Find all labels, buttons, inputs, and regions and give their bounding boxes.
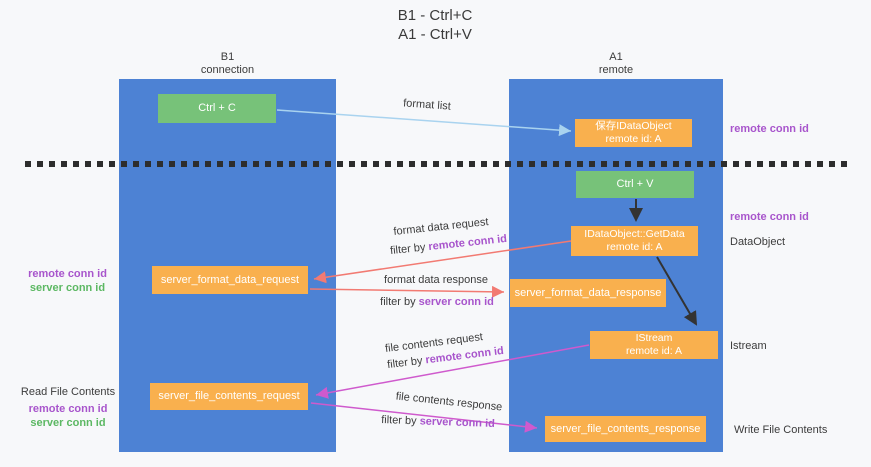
ctrl-v-label: Ctrl + V <box>616 178 654 190</box>
lifeline-header-right: A1 remote <box>509 51 723 77</box>
left-server-conn-id-2: server conn id <box>30 417 106 429</box>
write-file-contents-label: Write File Contents <box>734 424 828 436</box>
left-conn-ids-format: remote conn id server conn id <box>20 267 115 295</box>
lifeline-right-subtitle: remote <box>598 64 634 76</box>
server-format-data-response-label: server_format_data_response <box>514 286 662 299</box>
getdata-box: IDataObject::GetData remote id: A <box>571 226 698 256</box>
format-data-response-label: format data response <box>384 274 488 286</box>
file-response-filter-label: filter by server conn id <box>378 414 498 430</box>
dataobject-label: DataObject <box>730 236 786 248</box>
lifeline-left-subtitle: connection <box>200 64 255 76</box>
filter-remote-conn-id-1: remote conn id <box>427 232 508 254</box>
ctrl-v-box: Ctrl + V <box>576 171 694 198</box>
filter-by-prefix-4: filter by <box>380 414 420 428</box>
file-contents-response-label: file contents response <box>395 390 503 414</box>
istream-side-label: Istream <box>730 340 767 352</box>
istream-line2: remote id: A <box>625 345 683 357</box>
server-file-contents-response-box: server_file_contents_response <box>545 416 706 442</box>
format-list-label: format list <box>402 97 452 113</box>
server-format-data-request-label: server_format_data_request <box>160 273 300 286</box>
save-dataobject-line2: remote id: A <box>605 133 662 145</box>
server-format-data-response-box: server_format_data_response <box>510 279 666 307</box>
getdata-line2: remote id: A <box>606 241 663 253</box>
filter-by-prefix-3: filter by <box>386 354 427 372</box>
save-dataobject-box: 保存IDataObject remote id: A <box>575 119 692 147</box>
istream-line1: IStream <box>635 332 673 344</box>
lifeline-header-left: B1 connection <box>119 51 336 77</box>
lifeline-right-title: A1 <box>609 51 623 63</box>
read-file-contents-label: Read File Contents <box>20 386 116 398</box>
diagram-title: B1 - Ctrl+C A1 - Ctrl+V <box>300 6 570 44</box>
left-server-conn-id-1: server conn id <box>29 282 106 294</box>
server-file-contents-request-box: server_file_contents_request <box>150 383 308 410</box>
getdata-line1: IDataObject::GetData <box>584 228 685 240</box>
left-conn-ids-file: Read File Contents remote conn id server… <box>18 385 118 430</box>
save-dataobject-line1: 保存IDataObject <box>595 120 672 132</box>
title-line-1: B1 - Ctrl+C <box>397 7 473 24</box>
format-data-response-arrow <box>309 285 505 298</box>
ctrl-c-box: Ctrl + C <box>158 94 276 123</box>
left-remote-conn-id-2: remote conn id <box>28 403 108 415</box>
server-format-data-request-box: server_format_data_request <box>152 266 308 294</box>
phase-separator-dashed-line <box>25 161 847 167</box>
filter-by-prefix-1: filter by <box>389 241 430 258</box>
istream-box: IStream remote id: A <box>590 331 718 359</box>
filter-by-prefix-2: filter by <box>380 296 419 308</box>
left-remote-conn-id-1: remote conn id <box>28 268 107 280</box>
ctrl-c-label: Ctrl + C <box>198 102 236 114</box>
remote-conn-id-mid-label: remote conn id <box>730 211 809 223</box>
format-response-filter-label: filter by server conn id <box>377 296 497 308</box>
filter-server-conn-id-1: server conn id <box>418 296 494 308</box>
title-line-2: A1 - Ctrl+V <box>398 26 472 43</box>
server-file-contents-response-label: server_file_contents_response <box>550 422 701 435</box>
remote-conn-id-top-label: remote conn id <box>730 123 809 135</box>
server-file-contents-request-label: server_file_contents_request <box>158 390 300 402</box>
lifeline-left-title: B1 <box>220 51 235 63</box>
filter-server-conn-id-2: server conn id <box>419 415 496 430</box>
